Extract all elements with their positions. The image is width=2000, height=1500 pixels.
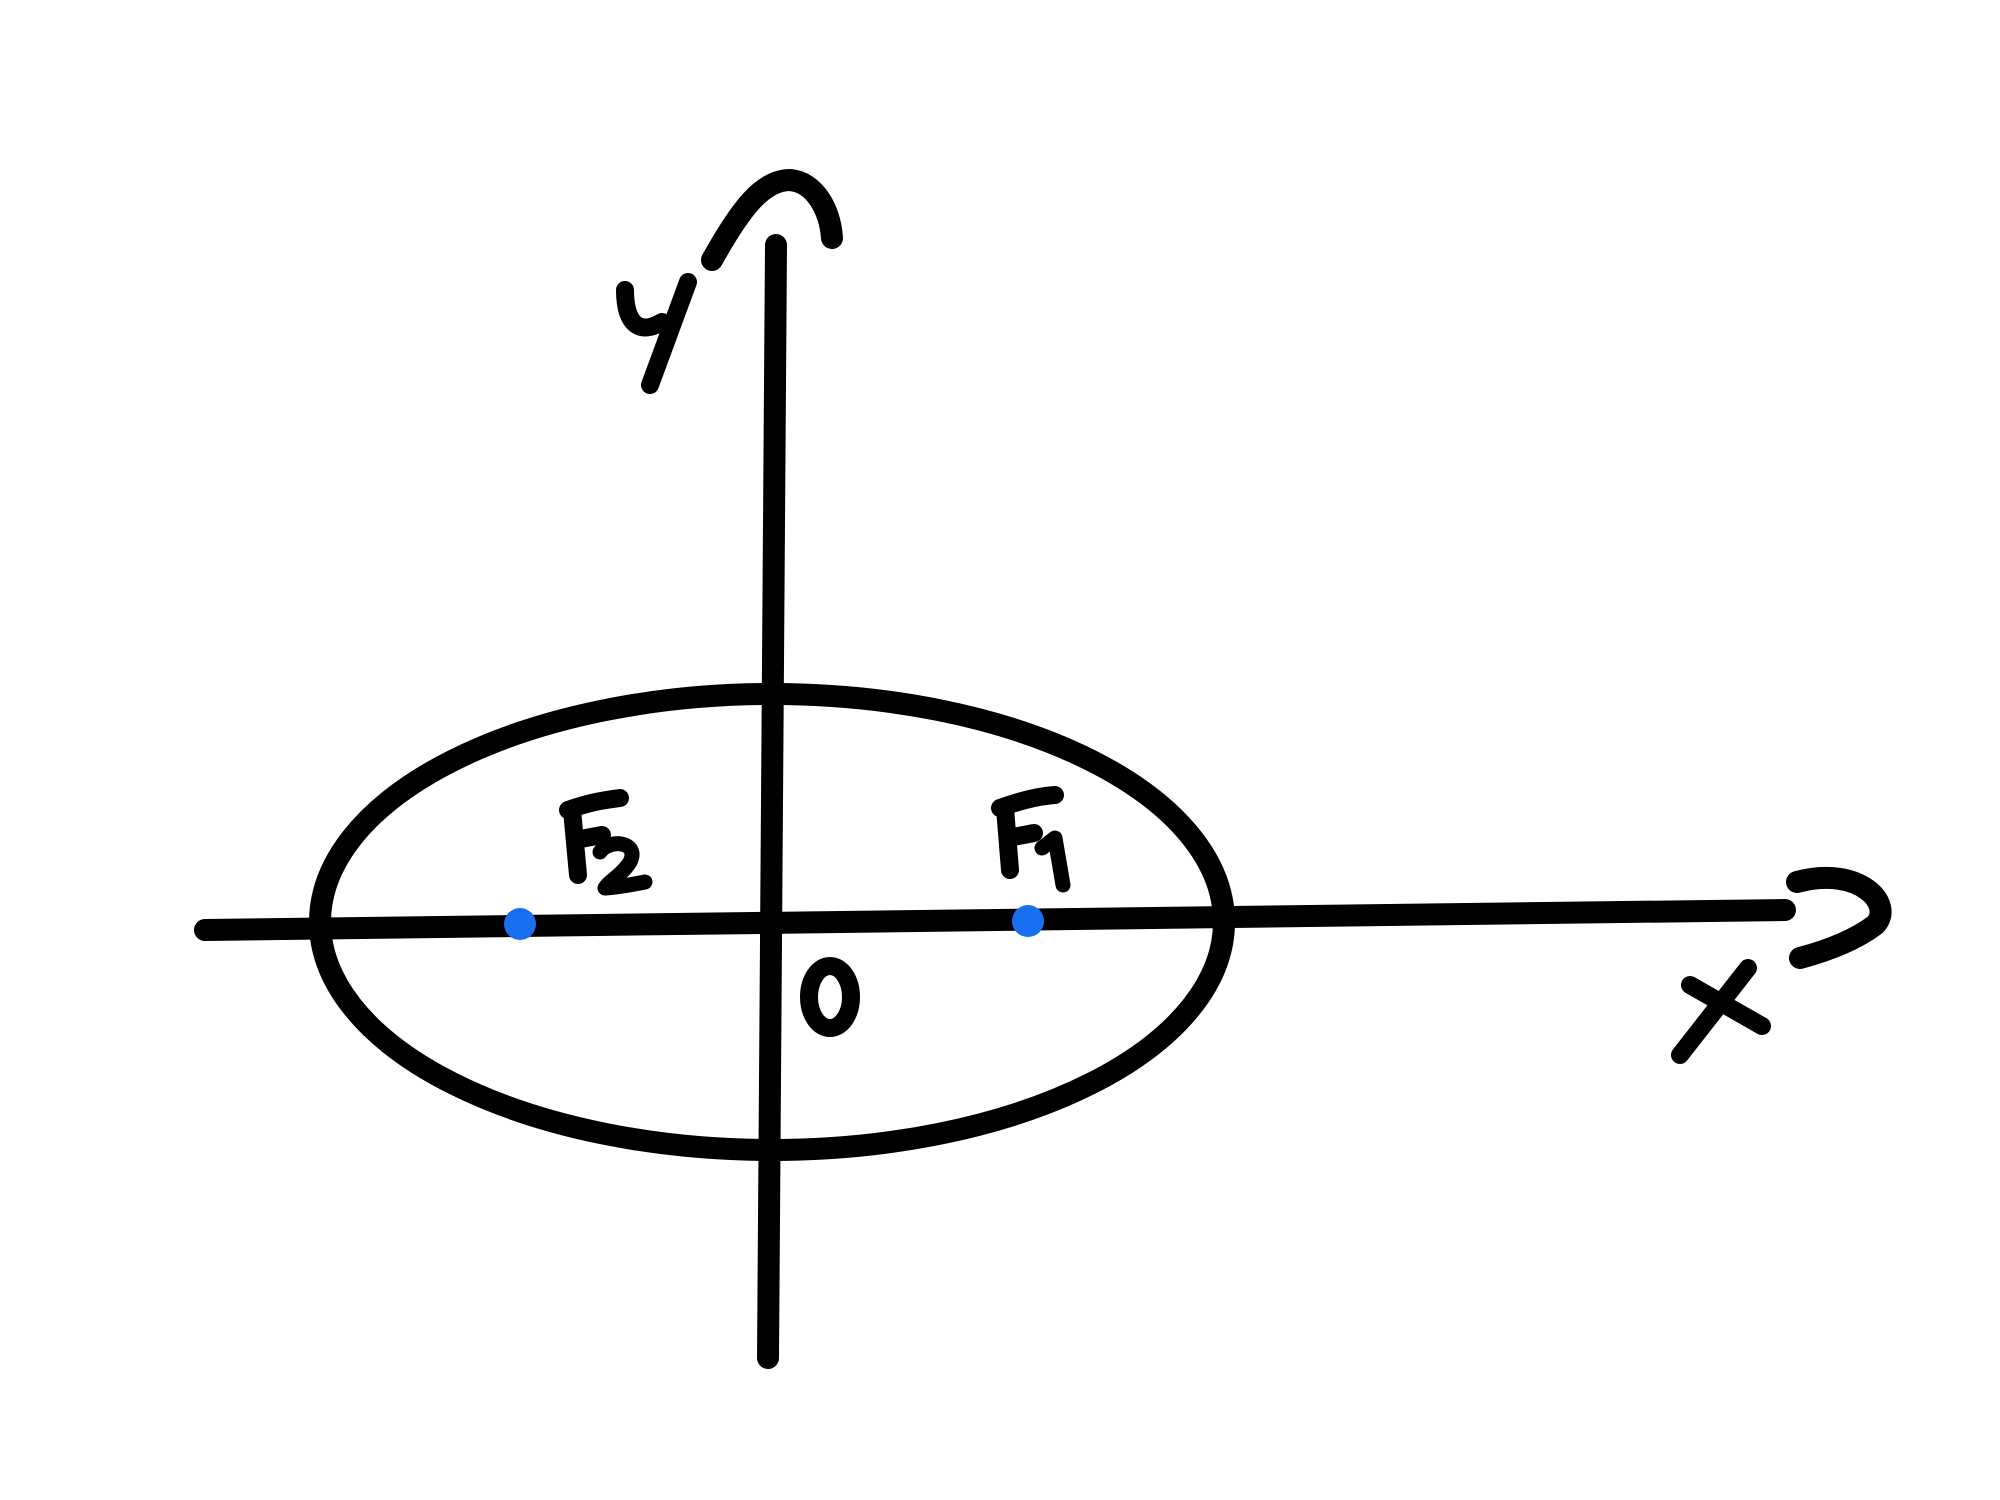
x-axis-arrowhead — [1786, 866, 1892, 969]
x-axis-label: x — [1671, 959, 1771, 1064]
y-axis-label: y — [616, 273, 697, 394]
x-axis-line — [194, 899, 1796, 941]
focus-1-label: F1 — [991, 786, 1071, 893]
ellipse-curve — [309, 683, 1235, 1161]
svg-text:0: 0 — [830, 999, 831, 1001]
y-axis-arrowhead — [701, 169, 843, 271]
svg-text:y: y — [640, 339, 641, 341]
origin-label: 0 — [800, 957, 860, 1037]
focus-point-f2 — [504, 908, 536, 940]
y-axis-line — [757, 234, 787, 1369]
focus-2-label: F2 — [559, 789, 653, 896]
focus-point-f1 — [1012, 905, 1044, 937]
svg-text:F1: F1 — [1030, 849, 1032, 851]
